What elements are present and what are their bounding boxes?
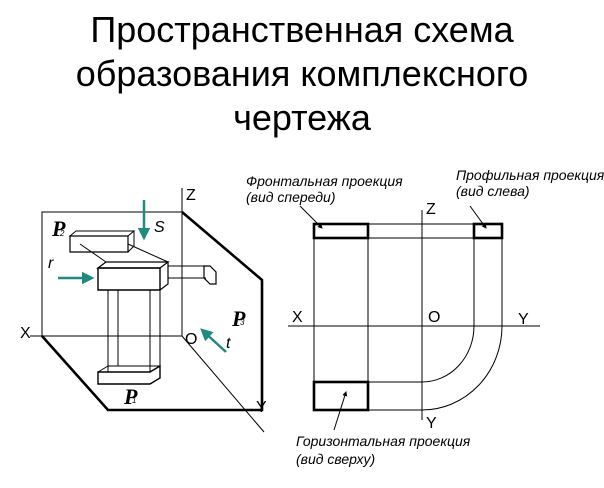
drawing-labels: Z X O Y Y Фронтальная проекция (вид спер… bbox=[246, 167, 604, 467]
title-line-3: чертежа bbox=[233, 97, 371, 138]
object-top-face bbox=[96, 261, 170, 269]
drawing-axis-x-label: X bbox=[292, 309, 303, 326]
drawing-axis-z-label: Z bbox=[426, 201, 436, 218]
caption-horizontal-line1: Горизонтальная проекция bbox=[296, 433, 471, 449]
constant-line-arc-inner bbox=[421, 325, 475, 383]
frontal-projection-top bbox=[68, 230, 136, 237]
caption-profile-line1: Профильная проекция bbox=[456, 167, 604, 183]
frontal-projection-box bbox=[69, 235, 129, 253]
plane-p1-letter: P bbox=[123, 384, 138, 409]
page-title: Пространственная схема образования компл… bbox=[0, 8, 604, 140]
leader-frontal bbox=[299, 205, 323, 229]
leader-profile bbox=[469, 205, 487, 229]
constant-line-arc-outer bbox=[421, 325, 503, 411]
caption-horizontal-line2: (вид сверху) bbox=[296, 451, 375, 467]
caption-frontal-line1: Фронтальная проекция bbox=[246, 173, 403, 189]
spatial-axis-y: Y bbox=[256, 399, 267, 416]
horizontal-projection-box bbox=[97, 364, 161, 385]
axis-y-line bbox=[181, 335, 265, 433]
drawing-origin-label: O bbox=[428, 309, 440, 326]
plane-p3-letter: P bbox=[231, 306, 246, 331]
direction-r-label: r bbox=[48, 255, 54, 272]
spatial-scheme bbox=[30, 188, 265, 433]
object-front-face bbox=[97, 267, 161, 291]
drawing-horizontal-rect bbox=[312, 380, 370, 412]
direction-t-label: t bbox=[226, 335, 231, 352]
drawing-frontal-rect bbox=[312, 222, 370, 240]
plane-p2-letter: P bbox=[51, 216, 66, 241]
plane-p3-sub: 3 bbox=[240, 318, 245, 327]
title-line-1: Пространственная схема bbox=[90, 9, 514, 50]
arrow-t-icon bbox=[200, 328, 227, 353]
plane-p1-sub: 1 bbox=[132, 396, 136, 405]
caption-frontal-line2: (вид спереди) bbox=[246, 189, 335, 205]
spatial-origin: O bbox=[185, 331, 197, 348]
drawing-axis-y-bottom-label: Y bbox=[426, 415, 437, 432]
drawing-axis-y-right-label: Y bbox=[518, 311, 529, 328]
profile-projection-box bbox=[203, 265, 217, 285]
planes-outer-edge bbox=[41, 211, 264, 412]
plane-p2-sub: 2 bbox=[59, 229, 65, 238]
spatial-axis-x: X bbox=[20, 325, 31, 342]
drawing-profile-rect bbox=[472, 222, 504, 240]
direction-s-label: S bbox=[154, 219, 165, 236]
title-line-2: образования комплексного bbox=[75, 53, 529, 94]
orthographic-drawing bbox=[288, 205, 540, 431]
leader-horizontal bbox=[333, 391, 348, 431]
caption-profile-line2: (вид слева) bbox=[456, 183, 530, 199]
view-direction-arrows bbox=[58, 200, 227, 353]
spatial-axis-z: Z bbox=[186, 187, 196, 204]
spatial-labels: Z X Y O S r t P 2 P 3 P 1 bbox=[20, 187, 267, 416]
